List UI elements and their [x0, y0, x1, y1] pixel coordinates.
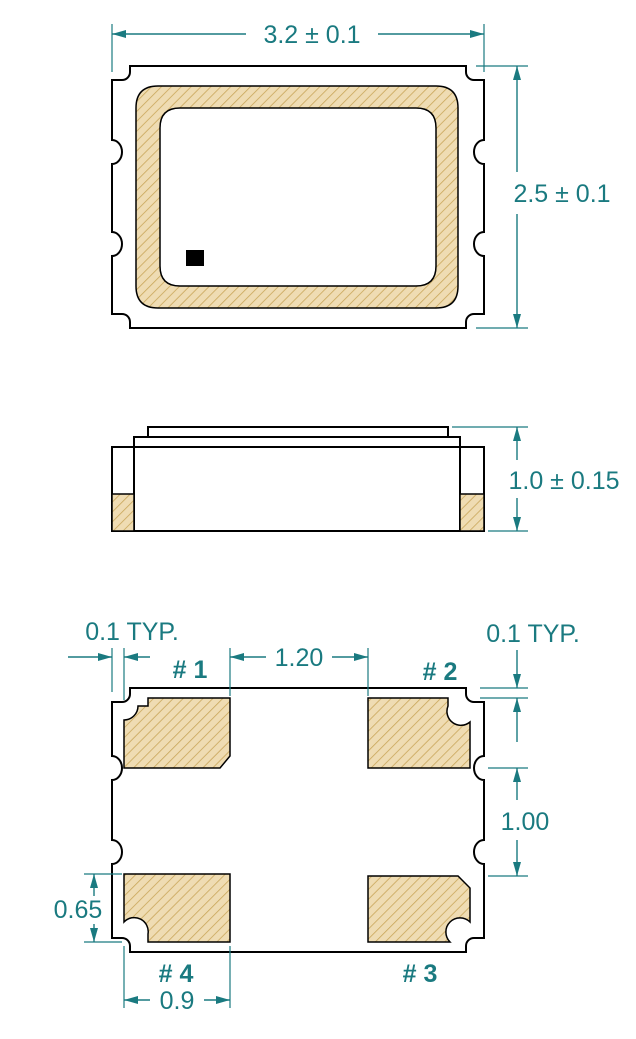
top-package-outline	[111, 65, 485, 329]
pin-2-label: # 2	[423, 658, 458, 686]
top-height-label: 2.5 ± 0.1	[513, 180, 610, 208]
pin1-marker	[186, 250, 204, 266]
pad-width-label: 0.9	[160, 987, 195, 1015]
pad-3	[367, 875, 471, 943]
pad-height-label: 0.65	[54, 896, 103, 924]
top-width-label: 3.2 ± 0.1	[263, 21, 360, 49]
side-height-label: 1.0 ± 0.15	[508, 467, 619, 495]
pitch-x-label: 1.20	[275, 644, 324, 672]
side-body	[111, 446, 485, 532]
side-view: 1.0 ± 0.15	[111, 426, 620, 532]
top-height-dimension: 2.5 ± 0.1	[476, 65, 611, 329]
side-lid	[147, 426, 449, 438]
pitch-x-dimension: 1.20	[229, 644, 369, 696]
pin-1-label: # 1	[173, 656, 208, 684]
seal-ring	[135, 85, 459, 309]
top-width-dimension: 3.2 ± 0.1	[111, 21, 485, 72]
top-view: 3.2 ± 0.1 2.5 ± 0.1	[111, 21, 611, 329]
typ-right-label: 0.1 TYP.	[486, 620, 580, 648]
pin-3-label: # 3	[403, 960, 438, 988]
pitch-y-dimension: 1.00	[488, 767, 550, 877]
pad-4	[123, 873, 231, 943]
side-terminal-left	[111, 493, 135, 532]
bottom-view: # 1 # 2 # 4 # 3 0.1 TYP. 1.20 0.1 TYP.	[54, 618, 580, 1015]
pad-1	[123, 697, 231, 769]
pad-2	[367, 697, 471, 769]
typ-left-label: 0.1 TYP.	[85, 618, 179, 646]
side-height-dimension: 1.0 ± 0.15	[452, 426, 620, 532]
typ-left-dimension: 0.1 TYP.	[68, 618, 179, 700]
pad-height-dimension: 0.65	[54, 873, 122, 943]
typ-right-dimension: 0.1 TYP.	[480, 620, 580, 742]
side-terminal-right	[459, 493, 485, 532]
pitch-y-label: 1.00	[501, 808, 550, 836]
side-lid-base	[133, 436, 461, 448]
pad-width-dimension: 0.9	[123, 946, 231, 1015]
pin-4-label: # 4	[159, 960, 194, 988]
